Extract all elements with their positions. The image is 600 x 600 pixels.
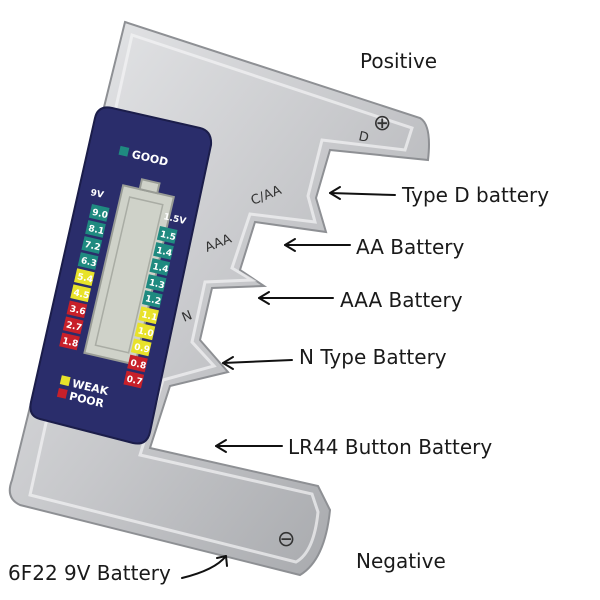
device-bevel [28,33,414,564]
scale-9v-swatch [88,204,110,222]
scale-1-5v-value: 1.2 [144,294,162,307]
slot-label-d: D [357,129,370,146]
label-aaa: AAA Battery [340,288,463,312]
scale-1-5v-cell: 1.5 [156,226,178,244]
minus-terminal-icon: ⊖ [277,527,295,552]
scale-1-5v-swatch [153,242,174,260]
arrow-aaa-icon [258,291,334,305]
scale-1-5v-swatch [127,354,148,373]
scale-9v-value: 9.0 [91,208,109,221]
scale-1-5v-cell: 0.9 [130,338,152,357]
scale-1-5v-value: 0.8 [129,358,147,371]
arrow-n-type-icon [222,356,293,370]
scale-9v-value: 6.3 [80,256,98,269]
arrow-lr44-icon [215,439,283,453]
scale-9v-swatch [62,316,84,335]
plus-terminal-icon: ⊕ [373,111,391,136]
scale-9v-value: 7.2 [83,240,101,253]
scale-1-5v-value: 1.3 [148,278,166,291]
scale-9v-value: 2.7 [65,320,83,333]
scale-9v-cell: 6.3 [77,252,99,270]
scale-9v-value: 4.5 [72,288,90,301]
scale-1-5v-swatch [142,290,163,308]
scale-1-5v-swatch [145,274,167,292]
scale-9v-swatch [77,252,99,270]
label-type-d: Type D battery [401,183,549,207]
scale-1-5v-cell: 1.3 [145,274,167,292]
label-n-type: N Type Battery [299,345,447,369]
label-positive: Positive [360,49,437,73]
scale-1-5v-value: 1.5 [159,230,177,243]
scale-1-5v-swatch [138,306,159,325]
scale-9v-swatch [81,236,103,254]
voltage-scale-9v: 9.0 8.1 7.2 6.3 5.4 4.5 3.6 2.7 1.8 [59,204,110,351]
scale-9v-value: 8.1 [87,224,105,237]
scale-9v-swatch [59,332,80,351]
label-lr44: LR44 Button Battery [288,435,492,459]
lcd-battery-outline [94,196,164,354]
scale-1-5v-value: 1.4 [155,246,173,259]
scale-1-5v-swatch [134,322,156,341]
scale-header-9v: 9V [89,188,104,201]
good-indicator [118,145,130,157]
scale-1-5v-value: 0.7 [126,375,144,388]
scale-1-5v-cell: 0.8 [127,354,148,373]
scale-1-5v-cell: 1.4 [149,258,171,276]
scale-9v-cell: 5.4 [74,268,95,286]
scale-9v-cell: 8.1 [85,220,106,238]
arrow-type-d-icon [329,186,396,200]
scale-1-5v-cell: 1.0 [134,322,156,341]
scale-9v-value: 5.4 [76,272,94,285]
scale-9v-swatch [74,268,95,286]
scale-9v-value: 3.6 [69,304,87,317]
lcd-battery-cap [138,178,161,195]
scale-9v-cell: 2.7 [62,316,84,335]
scale-1-5v-value: 1.4 [151,262,169,275]
label-aa: AA Battery [356,235,464,259]
poor-indicator [56,387,68,399]
scale-9v-swatch [85,220,106,238]
scale-9v-cell: 3.6 [66,300,88,319]
scale-9v-cell: 9.0 [88,204,110,222]
scale-9v-value: 1.8 [61,336,79,349]
scale-1-5v-value: 1.1 [140,310,158,323]
label-negative: Negative [356,549,446,573]
scale-9v-swatch [70,284,91,303]
label-9v: 6F22 9V Battery [8,561,171,585]
scale-1-5v-cell: 0.7 [123,370,145,389]
scale-9v-cell: 1.8 [59,332,80,351]
scale-9v-cell: 4.5 [70,284,91,303]
scale-9v-cell: 7.2 [81,236,103,254]
arrow-aa-icon [284,238,351,252]
scale-1-5v-cell: 1.2 [142,290,163,308]
scale-1-5v-swatch [149,258,171,276]
scale-1-5v-swatch [156,226,178,244]
scale-1-5v-cell: 1.4 [153,242,174,260]
weak-indicator [59,375,71,387]
scale-9v-swatch [66,300,88,319]
voltage-scale-1-5v: 1.5 1.4 1.4 1.3 1.2 1.1 1.0 0.9 0.8 0.7 [123,226,178,389]
scale-1-5v-swatch [123,370,145,389]
arrow-9v-icon [181,555,228,579]
scale-1-5v-cell: 1.1 [138,306,159,325]
scale-1-5v-value: 1.0 [137,326,155,339]
scale-1-5v-value: 0.9 [133,342,151,355]
scale-1-5v-swatch [130,338,152,357]
